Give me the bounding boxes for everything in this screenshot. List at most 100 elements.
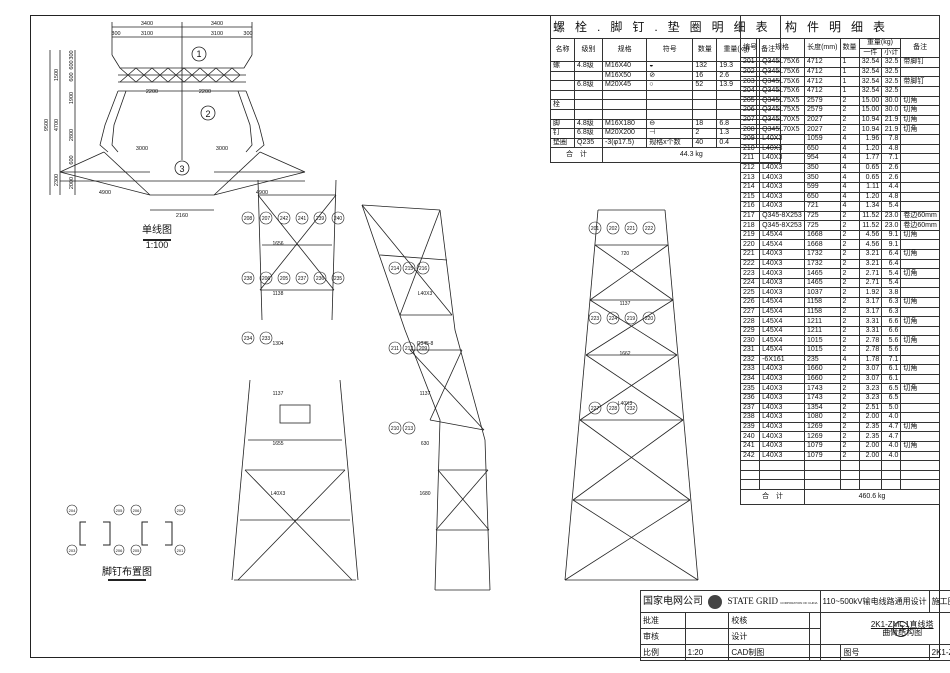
- table-cell: -3(φ17.5): [601, 137, 648, 149]
- table-cell: L45X4: [759, 297, 806, 308]
- table-cell: Q345L75X6: [759, 85, 806, 97]
- table-cell: 4712: [804, 85, 841, 97]
- table-cell: [900, 153, 940, 164]
- table-cell: 2: [839, 297, 860, 308]
- table-cell: 1211: [804, 316, 841, 327]
- table-cell: 237: [739, 402, 761, 414]
- table-cell: 4: [839, 162, 860, 174]
- table-cell: 223: [739, 268, 761, 279]
- table-cell: Q345L75X5: [759, 105, 806, 116]
- table-cell: 236: [739, 392, 761, 404]
- table-cell: 切角: [900, 440, 940, 452]
- dimension-label: 1655: [272, 441, 283, 447]
- table-cell: 9.1: [881, 229, 902, 241]
- table-cell: 1: [839, 76, 860, 87]
- table-cell: L40X3: [759, 431, 806, 442]
- table-cell: 3.07: [858, 364, 883, 375]
- callout-label: 232: [627, 406, 636, 412]
- callout-circle: [588, 221, 602, 235]
- table-cell: 带脚钉: [900, 76, 940, 87]
- table-cell: 符号: [646, 38, 694, 62]
- approve-label: 批准: [640, 612, 686, 629]
- table-cell: [900, 412, 940, 423]
- callout-label: 228: [609, 406, 618, 412]
- table-cell: 1354: [804, 402, 841, 414]
- table-cell: 钉: [549, 128, 576, 139]
- table-cell: L40X3: [759, 287, 806, 299]
- table-cell: L40X3: [759, 373, 806, 385]
- table-cell: 15.00: [858, 95, 883, 107]
- table-cell: 215: [739, 191, 761, 203]
- table-cell: 栓: [549, 99, 576, 110]
- table-cell: 2.35: [858, 421, 883, 433]
- table-cell: 3.31: [858, 316, 883, 327]
- callout-circle: [416, 341, 430, 355]
- callout-label: 202: [177, 508, 184, 513]
- callout-circle: [642, 221, 656, 235]
- callout-label: 242: [280, 216, 289, 222]
- table-cell: 0.65: [858, 172, 883, 183]
- callout-label: 224: [609, 316, 618, 322]
- callout-label: 206: [116, 548, 123, 553]
- table-cell: 725: [804, 220, 841, 231]
- table-cell: 2: [839, 124, 860, 135]
- table-cell: 6.5: [881, 383, 902, 394]
- table-cell: 卷边60mm: [900, 220, 940, 231]
- callout-label: 216: [419, 266, 428, 272]
- callout-label: 220: [645, 316, 654, 322]
- table-cell: L40X3: [759, 364, 806, 375]
- table-cell: 6.1: [881, 373, 902, 385]
- table-cell: 切角: [900, 335, 940, 346]
- table-cell: 204: [739, 85, 761, 97]
- callout-circle: [241, 211, 255, 225]
- table-cell: 209: [739, 133, 761, 145]
- table-cell: 4: [839, 181, 860, 193]
- callout-label: 215: [405, 266, 414, 272]
- table-cell: 4.4: [881, 181, 902, 193]
- table-cell: 4: [839, 191, 860, 203]
- table-cell: 350: [804, 162, 841, 174]
- table-cell: 2: [839, 316, 860, 327]
- table-cell: 4.8: [881, 143, 902, 155]
- table-cell: 切角: [900, 383, 940, 394]
- scale-label: 比例: [640, 644, 686, 661]
- dimension-label: 1900: [69, 92, 75, 104]
- title-block: 国家电网公司 STATE GRID CORPORATION OF CHINA 1…: [640, 590, 950, 661]
- table-cell: [900, 239, 940, 251]
- table-cell: 234: [739, 373, 761, 385]
- table-cell: [739, 460, 761, 471]
- table-cell: 2.35: [858, 431, 883, 442]
- project-name: 110~500kV输电线路通用设计: [819, 590, 930, 613]
- table-cell: 242: [739, 450, 761, 462]
- callout-circle: [402, 261, 416, 275]
- table-cell: 650: [804, 191, 841, 203]
- table-cell: 954: [804, 153, 841, 164]
- dimension-label: 3400: [211, 21, 223, 27]
- drawing-subtitle: 曲臂结构图: [882, 627, 923, 637]
- dimension-label: 630: [421, 441, 430, 447]
- section-number: 1: [196, 49, 201, 59]
- table-cell: 205: [739, 95, 761, 107]
- table-cell: 4: [839, 172, 860, 183]
- callout-circle: [241, 271, 255, 285]
- foot-nail-layout: [79, 521, 173, 581]
- table-cell: -6X161: [759, 354, 806, 366]
- table-cell: 垫圈: [549, 137, 576, 149]
- table-cell: 1059: [804, 133, 841, 145]
- table-cell: Q345L75X5: [759, 95, 806, 107]
- table-cell: [646, 108, 694, 120]
- table-cell: 1465: [804, 268, 841, 279]
- front-view: [231, 179, 359, 581]
- table-cell: [601, 99, 648, 110]
